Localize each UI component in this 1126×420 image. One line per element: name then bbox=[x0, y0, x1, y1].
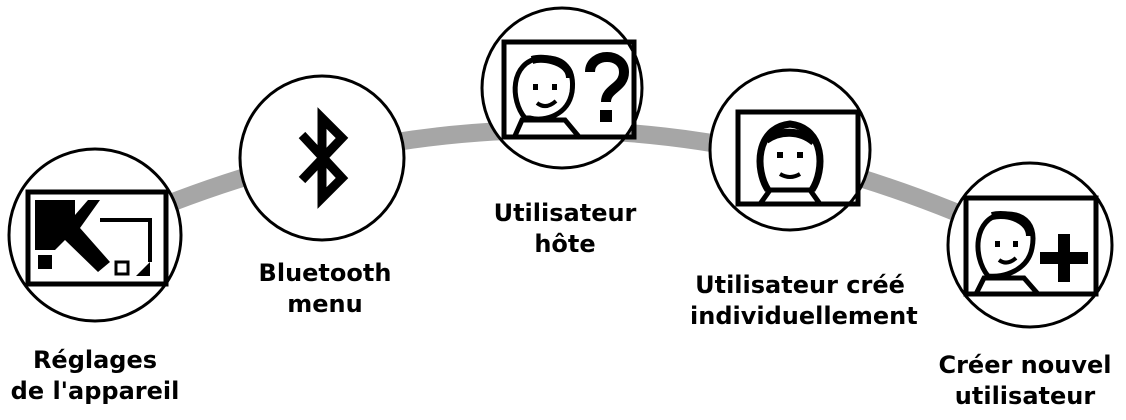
menu-item-guest-user[interactable] bbox=[480, 6, 644, 170]
add-user-plus-icon bbox=[963, 195, 1099, 297]
menu-item-label-bluetooth: Bluetooth menu bbox=[258, 259, 392, 318]
wrench-settings-icon bbox=[25, 189, 169, 287]
menu-item-device-settings[interactable] bbox=[7, 147, 183, 323]
menu-item-label-device-settings: Réglages de l'appareil bbox=[10, 346, 180, 405]
menu-item-created-user[interactable] bbox=[708, 68, 872, 232]
bluetooth-icon bbox=[298, 107, 349, 209]
menu-item-label-create-user: Créer nouvel utilisateur bbox=[938, 351, 1112, 410]
item-circle bbox=[7, 147, 183, 323]
menu-item-create-user[interactable] bbox=[946, 161, 1114, 329]
menu-item-label-created-user: Utilisateur créé individuellement bbox=[690, 271, 918, 330]
item-circle bbox=[480, 6, 644, 170]
user-portrait-icon bbox=[735, 109, 861, 207]
menu-item-bluetooth[interactable] bbox=[238, 74, 406, 242]
guest-user-question-icon bbox=[501, 39, 637, 140]
menu-item-label-guest-user: Utilisateur hôte bbox=[493, 199, 637, 258]
